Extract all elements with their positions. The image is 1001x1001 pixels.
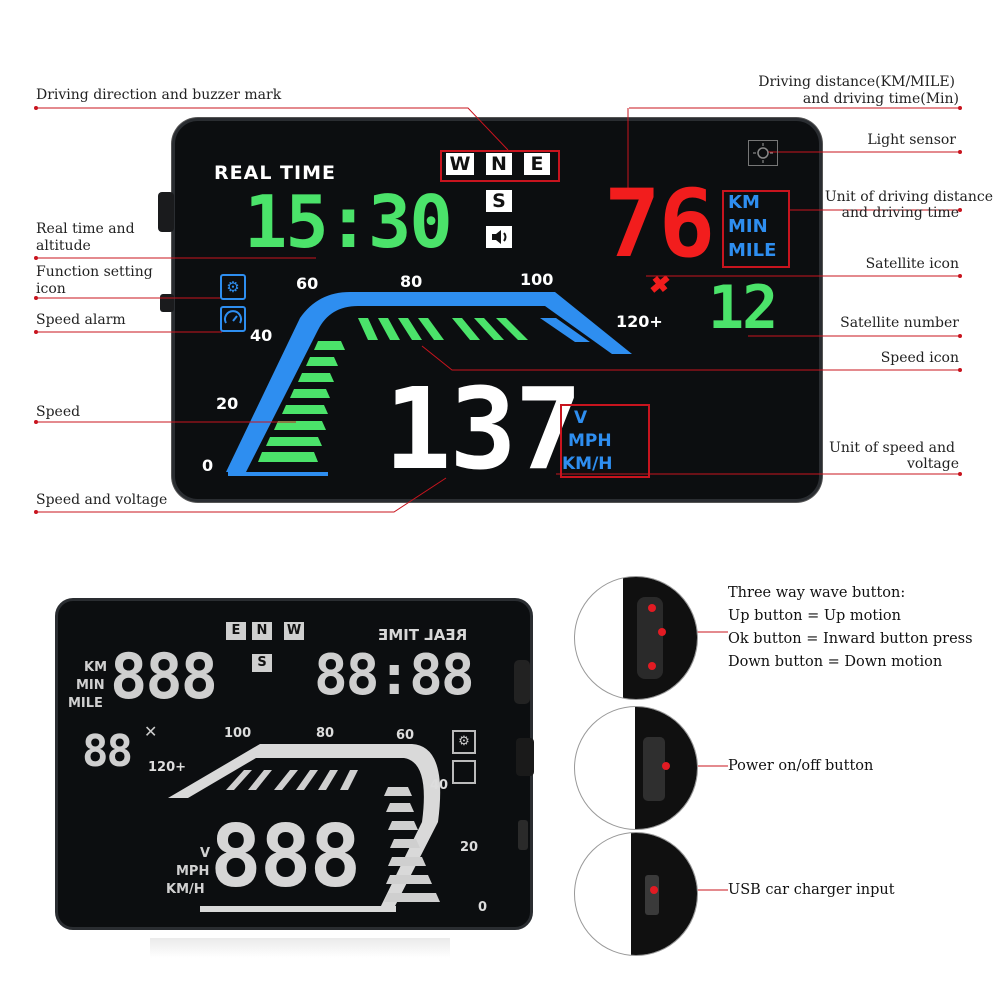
mirror-compass-e: E (226, 622, 246, 640)
tick-80: 80 (400, 272, 423, 291)
wave-button-up: Up button = Up motion (728, 608, 901, 624)
wave-button-title: Three way wave button: (728, 585, 906, 601)
tick-0: 0 (202, 456, 214, 475)
callout-speed-alarm: Speed alarm (36, 312, 126, 328)
light-sensor-icon (748, 140, 778, 166)
mirror-tick-40: 40 (430, 778, 449, 793)
mirror-sat-digits: 88 (82, 726, 133, 777)
buzzer-icon (486, 226, 512, 248)
unit-mile: MILE (728, 240, 777, 261)
distance-readout: 76 (604, 170, 715, 279)
mirror-tick-20: 20 (460, 840, 479, 855)
tick-40: 40 (250, 326, 273, 345)
satellite-count: 12 (708, 273, 778, 343)
mirror-satellite-icon: ✕ (144, 722, 158, 741)
mirror-unit-v: V (200, 846, 211, 861)
callout-unit-speed-line1: Unit of speed and (829, 440, 955, 456)
tick-120: 120+ (616, 312, 663, 331)
function-setting-icon[interactable]: ⚙ (220, 274, 246, 300)
distance-unit-box (722, 190, 790, 268)
callout-distance-line1: Driving distance(KM/MILE) (758, 74, 955, 90)
mirror-compass-s: S (252, 654, 272, 672)
usb-input-label: USB car charger input (728, 882, 895, 898)
unit-v: V (574, 408, 588, 428)
compass-w: W (446, 153, 474, 175)
callout-real-time-line2: altitude (36, 238, 91, 254)
wave-up-dot[interactable] (648, 604, 656, 612)
callout-satellite-icon: Satellite icon (865, 256, 959, 272)
callout-unit-speed-line2: voltage (906, 456, 959, 472)
callout-function-line1: Function setting (36, 264, 153, 280)
mirror-tick-0: 0 (478, 900, 488, 915)
compass-row (440, 150, 560, 182)
satellite-icon (650, 275, 670, 293)
compass-e: E (524, 153, 550, 175)
side-button-upper[interactable] (158, 192, 174, 232)
mirror-unit-kmh: KM/H (166, 882, 205, 897)
unit-min: MIN (728, 216, 768, 237)
callout-unit-distance-line1: Unit of driving distance (824, 189, 993, 205)
unit-kmh: KM/H (562, 454, 613, 474)
angled-reflection (150, 938, 450, 958)
angled-side-knob[interactable] (514, 660, 530, 704)
callout-real-time-line1: Real time and (36, 221, 135, 237)
wave-button-down: Down button = Down motion (728, 654, 943, 670)
mirror-distance-digits: 888 (110, 640, 218, 713)
callout-speed: Speed (36, 404, 81, 420)
tick-100: 100 (520, 270, 554, 289)
closeup-wave-button (574, 576, 698, 700)
callout-light-sensor: Light sensor (867, 132, 956, 148)
real-time-label: REAL TIME (214, 162, 336, 184)
speed-unit-box (560, 404, 650, 478)
compass-n: N (486, 153, 512, 175)
mirror-tick-60: 60 (396, 728, 415, 743)
angled-usb (518, 820, 528, 850)
mirror-unit-mph: MPH (176, 864, 210, 879)
callout-unit-distance-line2: and driving time (841, 205, 959, 221)
mirror-tick-100: 100 (224, 726, 252, 741)
wave-button-ok: Ok button = Inward button press (728, 631, 973, 647)
mirror-tick-80: 80 (316, 726, 335, 741)
callout-speed-voltage: Speed and voltage (36, 492, 168, 508)
mirror-unit-km: KM (84, 660, 108, 675)
wave-down-dot[interactable] (648, 662, 656, 670)
power-button-label: Power on/off button (728, 758, 874, 774)
tick-20: 20 (216, 394, 239, 413)
mirror-real-time: REAL TIME (378, 626, 468, 644)
mirror-unit-min: MIN (76, 678, 105, 693)
mirror-speed-digits: 888 (210, 807, 361, 907)
tick-60: 60 (296, 274, 319, 293)
callout-function-line2: icon (36, 281, 66, 297)
compass-s: S (486, 190, 512, 212)
mirror-unit-mile: MILE (68, 696, 103, 711)
mirror-function-icon: ⚙ (452, 730, 476, 754)
usb-dot[interactable] (650, 886, 658, 894)
closeup-power-button (574, 706, 698, 830)
mirror-tick-120: 120+ (148, 760, 187, 775)
speed-alarm-icon[interactable] (220, 306, 246, 332)
unit-mph: MPH (568, 431, 612, 451)
mirror-time-digits: 88:88 (314, 643, 475, 708)
callout-driving-direction: Driving direction and buzzer mark (36, 87, 282, 103)
callout-satellite-number: Satellite number (840, 315, 959, 331)
callout-distance-line2: and driving time(Min) (802, 91, 959, 107)
time-readout: 15:30 (244, 180, 453, 264)
mirror-compass-w: W (284, 622, 304, 640)
mirror-compass-n: N (252, 622, 272, 640)
callout-speed-icon: Speed icon (880, 350, 959, 366)
wave-ok-dot[interactable] (658, 628, 666, 636)
unit-km: KM (728, 192, 760, 213)
closeup-usb-port (574, 832, 698, 956)
speed-readout: 137 (384, 365, 582, 495)
mirror-alarm-icon (452, 760, 476, 784)
angled-side-switch[interactable] (516, 738, 534, 776)
power-dot[interactable] (662, 762, 670, 770)
